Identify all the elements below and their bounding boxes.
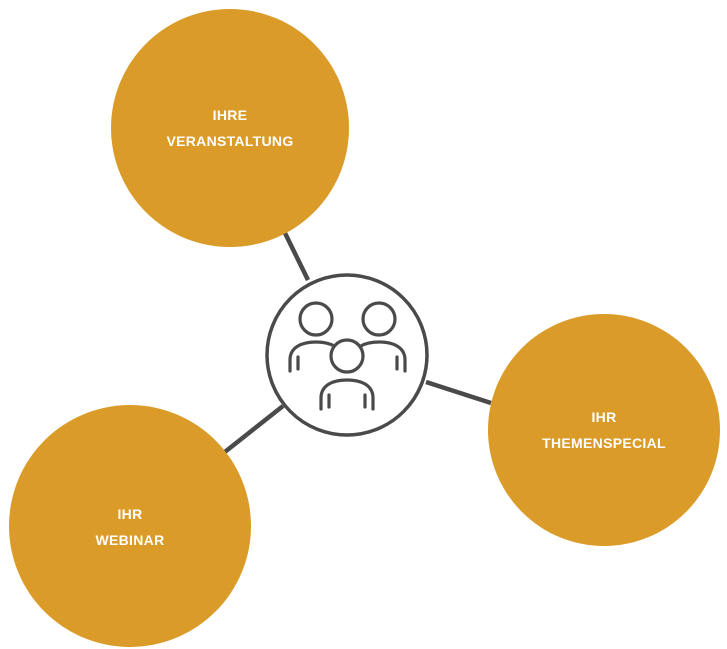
connector-webinar [219, 404, 285, 457]
connector-themenspecial [425, 379, 492, 406]
node-label-line2: VERANSTALTUNG [166, 133, 294, 149]
node-label-themenspecial: IHR THEMENSPECIAL [488, 315, 720, 545]
node-label-line2: WEBINAR [95, 531, 165, 548]
node-label-webinar: IHR WEBINAR [10, 404, 250, 649]
node-label-line1: IHR [117, 505, 143, 522]
connector-veranstaltung [281, 230, 311, 281]
node-themenspecial [488, 314, 720, 546]
node-label-line1: IHRE [212, 107, 248, 123]
node-label-veranstaltung: IHRE VERANSTALTUNG [110, 28, 350, 228]
node-label-line2: THEMENSPECIAL [542, 435, 666, 451]
node-veranstaltung [111, 9, 349, 247]
people-group-icon [288, 301, 407, 411]
node-webinar [9, 405, 251, 647]
node-label-line1: IHR [591, 409, 617, 425]
